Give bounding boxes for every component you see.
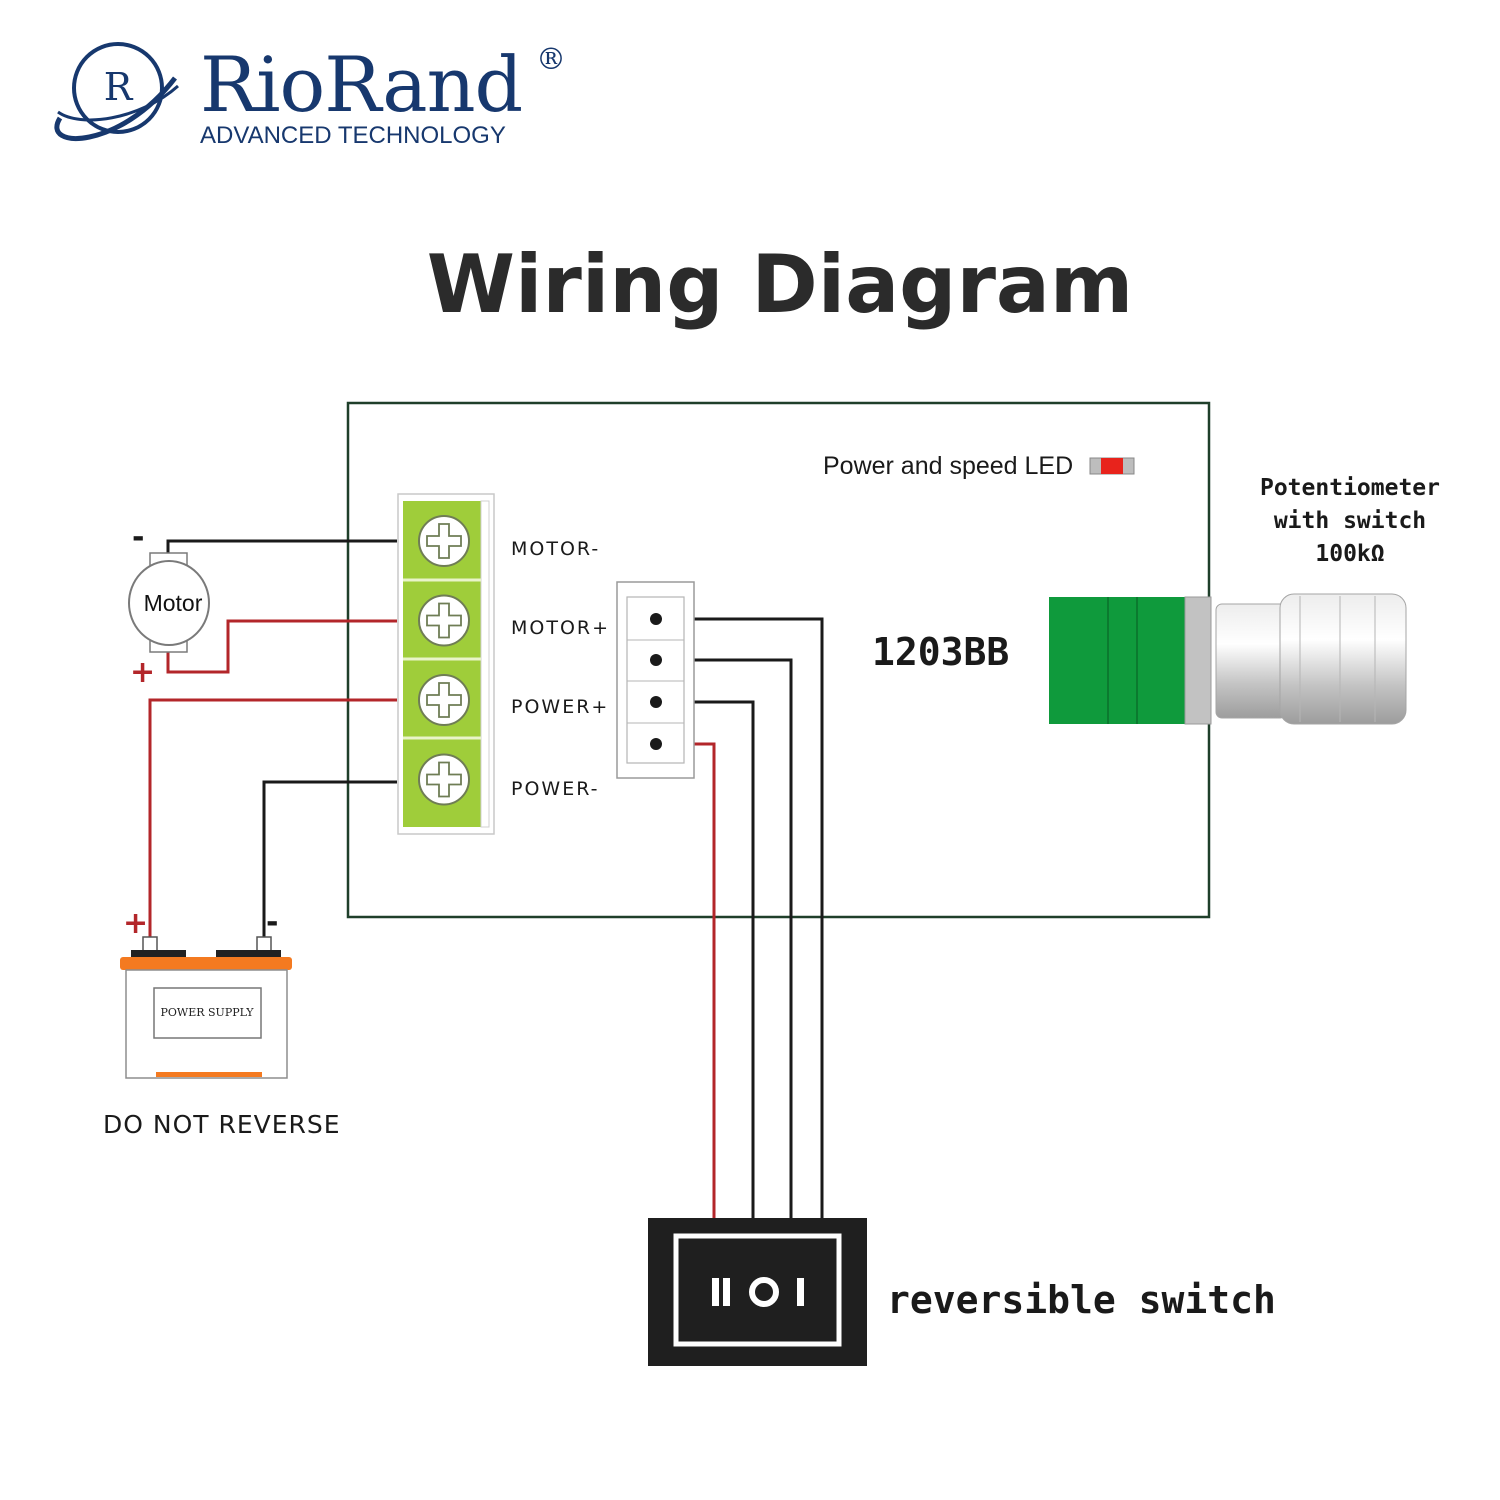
- wire-switch-2: [656, 658, 793, 1218]
- brand-tagline: ADVANCED TECHNOLOGY: [200, 122, 506, 149]
- terminal-label-motor-minus: MOTOR-: [511, 538, 601, 560]
- motor-plus-sign: +: [130, 655, 156, 690]
- potentiometer-icon: [1049, 593, 1407, 725]
- wire-switch-1: [656, 617, 824, 1218]
- power-supply-label: POWER SUPPLY: [160, 1006, 254, 1019]
- registered-mark: ®: [536, 42, 566, 77]
- screw-terminal-icon: [418, 674, 470, 726]
- screw-terminal-icon: [418, 515, 470, 567]
- potentiometer-label: Potentiometer with switch 100kΩ: [1235, 472, 1465, 571]
- screw-terminal-icon: [418, 753, 470, 806]
- battery-plus-sign: +: [123, 906, 149, 941]
- terminal-label-power-plus: POWER+: [511, 696, 610, 718]
- led-label: Power and speed LED: [823, 452, 1074, 480]
- motor-minus-sign: -: [132, 520, 145, 555]
- motor-icon: [128, 552, 210, 653]
- rocker-switch-icon: [648, 1218, 867, 1366]
- battery-icon: [120, 936, 292, 1079]
- wire-motor-minus: [166, 539, 397, 553]
- polarity-warning: DO NOT REVERSE: [103, 1110, 341, 1139]
- controller-model: 1203BB: [872, 630, 1010, 674]
- riorand-logo-icon: R: [54, 42, 179, 141]
- led-icon: [1089, 457, 1135, 475]
- switch-connector: [616, 581, 695, 779]
- potentiometer-label-line: 100kΩ: [1315, 541, 1385, 567]
- page-title: Wiring Diagram: [426, 238, 1134, 331]
- potentiometer-label-line: with switch: [1273, 508, 1427, 534]
- switch-label: reversible switch: [887, 1278, 1276, 1322]
- wire-motor-plus: [166, 619, 397, 674]
- motor-label: Motor: [143, 590, 203, 616]
- logo-mark-letter: R: [104, 65, 134, 109]
- wire-power-minus: [262, 780, 397, 940]
- terminal-label-motor-plus: MOTOR+: [511, 617, 611, 639]
- wire-power-plus: [148, 698, 397, 940]
- battery-minus-sign: -: [266, 905, 279, 940]
- screw-terminal-icon: [418, 594, 470, 647]
- potentiometer-label-line: Potentiometer: [1259, 475, 1440, 501]
- terminal-label-power-minus: POWER-: [511, 778, 600, 800]
- brand-name: RioRand: [200, 40, 523, 129]
- screw-terminal-block: [397, 493, 495, 835]
